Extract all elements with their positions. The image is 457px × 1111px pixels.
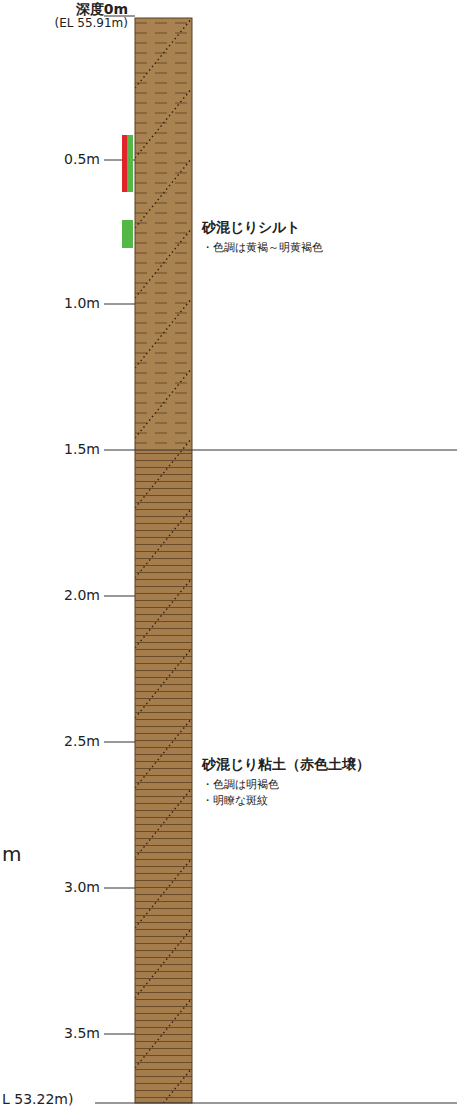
layer-note: ・色調は明褐色: [202, 779, 279, 792]
depth-tick-label: 3.0m: [64, 879, 100, 895]
depth-tick-label: 2.0m: [64, 587, 100, 603]
depth-tick-label: 1.0m: [64, 295, 100, 311]
layer-note: ・明瞭な斑紋: [202, 795, 268, 808]
depth-tick-label: 0.5m: [64, 151, 100, 167]
depth-tick-label: 3.5m: [64, 1025, 100, 1041]
layer-name: 砂混じり粘土（赤色土壌）: [202, 756, 370, 772]
depth-tick-label: 2.5m: [64, 733, 100, 749]
elevation-label: (EL 55.91m): [55, 17, 129, 31]
layer-note: ・色調は黄褐～明黄褐色: [202, 242, 323, 255]
layer-name: 砂混じりシルト: [202, 219, 300, 235]
elevation-label: L 53.22m): [2, 1091, 73, 1107]
depth-tick-label: 1.5m: [64, 441, 100, 457]
depth-label: 深度0m: [76, 1, 128, 17]
unit-fragment: m: [2, 843, 21, 866]
